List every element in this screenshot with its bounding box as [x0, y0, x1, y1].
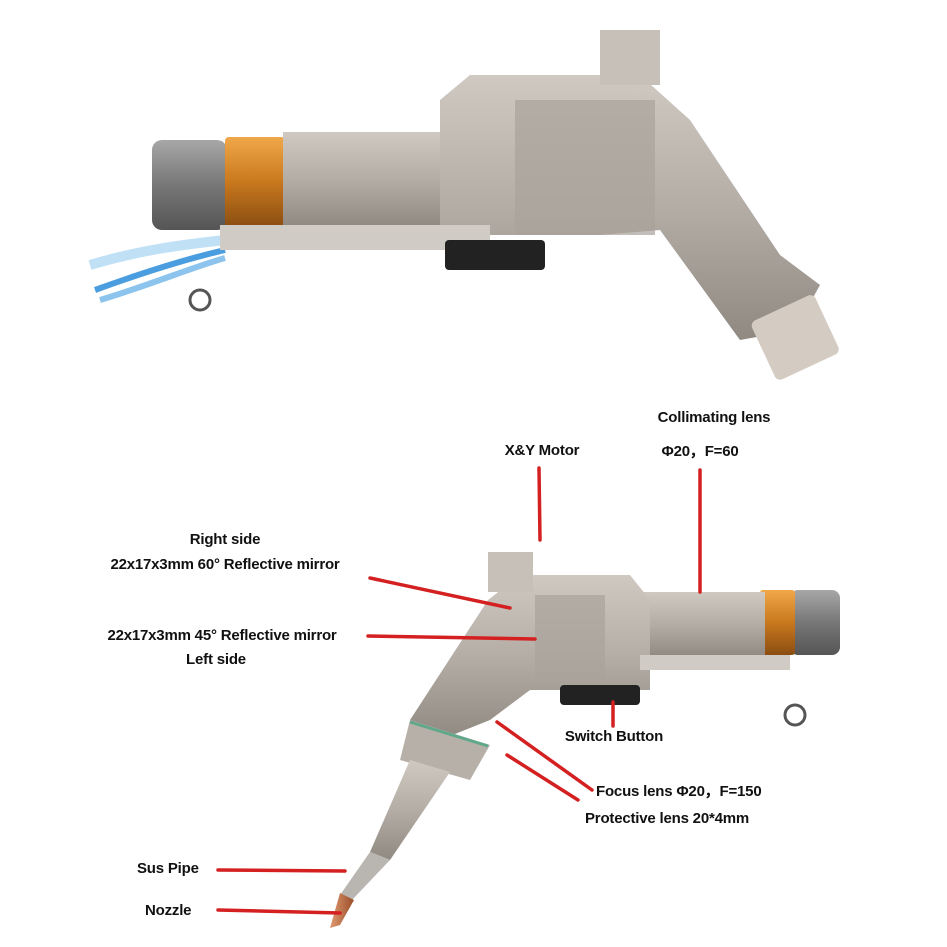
output-tube [751, 295, 839, 380]
label-mirror-45: 22x17x3mm 45° Reflective mirror [107, 627, 337, 644]
rail [640, 655, 790, 670]
label-sus-pipe: Sus Pipe [137, 860, 199, 877]
label-switch-button: Switch Button [564, 728, 664, 745]
label-nozzle: Nozzle [145, 902, 192, 919]
label-collimating-spec: Φ20，F=60 [661, 443, 739, 460]
label-left-side: Left side [186, 651, 246, 668]
green-seal [409, 720, 489, 748]
bottom-welding-head [330, 552, 840, 928]
hose [99, 255, 226, 303]
knurled-cap [152, 140, 227, 230]
leader-xy-motor [537, 466, 542, 542]
motor-block [600, 30, 660, 85]
leader-mirror-45 [366, 634, 537, 641]
label-xy-motor: X&Y Motor [504, 442, 580, 459]
sus-pipe [340, 852, 390, 900]
label-right-side: Right side [189, 531, 261, 548]
leader-sus-pipe [216, 868, 347, 873]
label-focus-lens: Focus lens Φ20，F=150 [596, 783, 762, 800]
label-mirror-60: 22x17x3mm 60° Reflective mirror [110, 556, 340, 573]
barrel [640, 592, 765, 657]
leader-focus-lens [495, 720, 594, 792]
side-plate [535, 595, 605, 685]
brass-ring [225, 137, 285, 227]
barrel [283, 132, 463, 227]
knurled-cap [790, 590, 840, 655]
motor-block [488, 552, 533, 592]
label-collimating-lens: Collimating lens [657, 409, 771, 426]
ring-handle [783, 703, 807, 727]
leader-protective-lens [505, 753, 580, 802]
copper-nozzle [330, 893, 354, 928]
leader-lines [216, 466, 702, 915]
leader-mirror-60 [368, 576, 512, 610]
label-protective-lens: Protective lens 20*4mm [585, 810, 750, 827]
ring-handle [188, 288, 212, 312]
brass-ring [760, 590, 795, 655]
switch-button [445, 240, 545, 270]
hose [93, 247, 226, 293]
hose [88, 235, 226, 270]
barrel-lower [370, 760, 450, 860]
switch-button [560, 685, 640, 705]
top-welding-head [88, 30, 839, 380]
leader-nozzle [216, 908, 342, 915]
side-plate [515, 100, 655, 235]
